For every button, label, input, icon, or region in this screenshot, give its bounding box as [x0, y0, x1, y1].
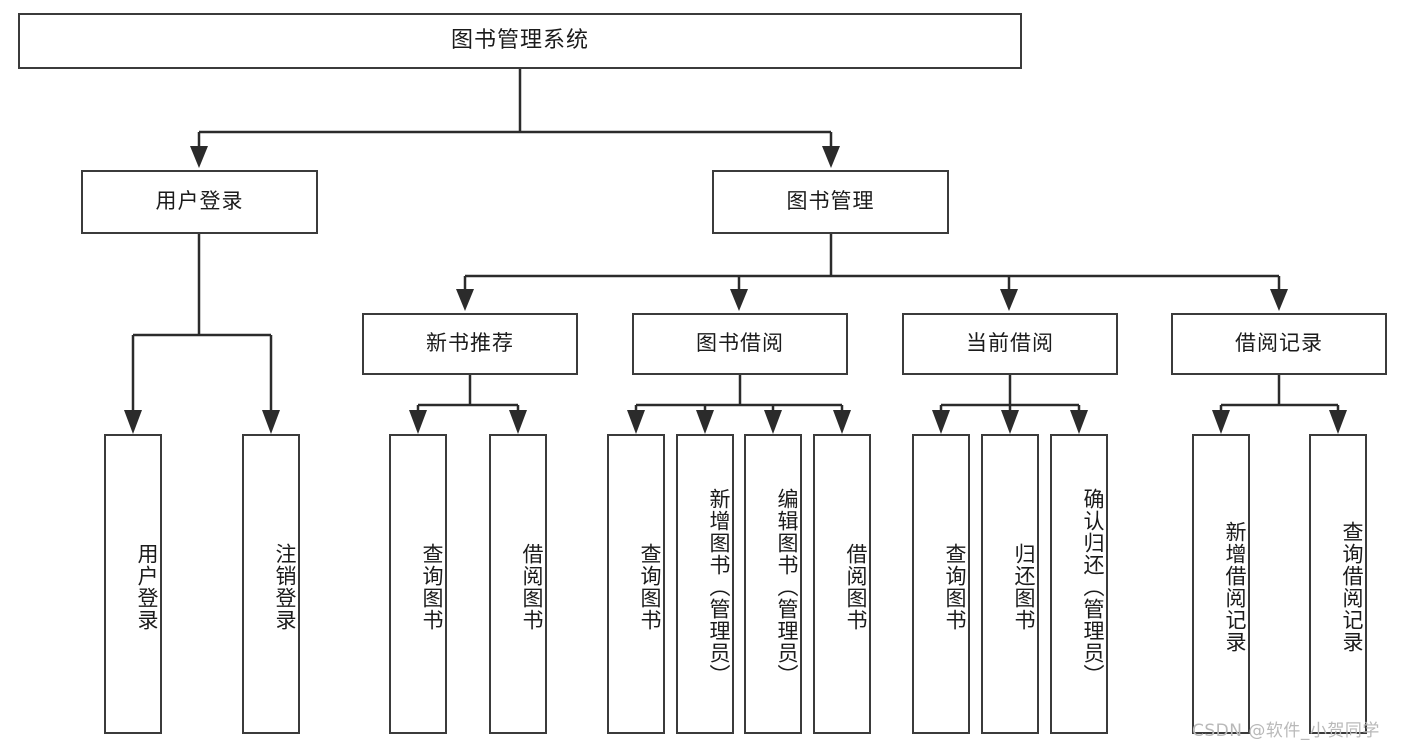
node-label: 编辑图书（管理员） — [775, 488, 799, 686]
node-book-borrowing[interactable]: 图书借阅 — [632, 313, 848, 375]
leaf-query-book-current[interactable]: 查询图书 — [912, 434, 970, 734]
leaf-user-login[interactable]: 用户登录 — [104, 434, 162, 734]
node-root-book-management-system[interactable]: 图书管理系统 — [18, 13, 1022, 69]
arrow-to-current — [1000, 289, 1018, 311]
arrow-leaf-c3 — [1070, 410, 1088, 434]
node-label: 用户登录 — [155, 189, 244, 214]
node-label: 新增图书（管理员） — [707, 488, 731, 686]
arrow-leaf-n1 — [409, 410, 427, 434]
arrow-leaf-b1 — [627, 410, 645, 434]
node-current-borrowing[interactable]: 当前借阅 — [902, 313, 1118, 375]
node-label: 借阅图书 — [520, 543, 544, 631]
node-label: 图书借阅 — [696, 331, 784, 356]
node-borrowing-records[interactable]: 借阅记录 — [1171, 313, 1387, 375]
leaf-borrow-book-recommend[interactable]: 借阅图书 — [489, 434, 547, 734]
node-label: 新书推荐 — [426, 331, 514, 356]
node-label: 查询图书 — [420, 543, 444, 631]
leaf-edit-book-admin[interactable]: 编辑图书（管理员） — [744, 434, 802, 734]
arrow-leaf-r1 — [1212, 410, 1230, 434]
leaf-borrow-book[interactable]: 借阅图书 — [813, 434, 871, 734]
node-label: 查询图书 — [638, 543, 662, 631]
node-label: 查询图书 — [943, 543, 967, 631]
arrow-leaf-u2 — [262, 410, 280, 434]
leaf-logout[interactable]: 注销登录 — [242, 434, 300, 734]
arrow-leaf-b2 — [696, 410, 714, 434]
node-label: 借阅记录 — [1235, 331, 1323, 356]
leaf-confirm-return-admin[interactable]: 确认归还（管理员） — [1050, 434, 1108, 734]
node-new-book-recommendation[interactable]: 新书推荐 — [362, 313, 578, 375]
arrow-leaf-b4 — [833, 410, 851, 434]
arrow-to-book-manage — [822, 146, 840, 168]
arrow-to-borrow — [730, 289, 748, 311]
arrow-leaf-c2 — [1001, 410, 1019, 434]
node-book-management[interactable]: 图书管理 — [712, 170, 949, 234]
leaf-query-borrow-record[interactable]: 查询借阅记录 — [1309, 434, 1367, 734]
node-user-login[interactable]: 用户登录 — [81, 170, 318, 234]
node-label: 确认归还（管理员） — [1081, 488, 1105, 686]
leaf-return-book[interactable]: 归还图书 — [981, 434, 1039, 734]
node-label: 注销登录 — [273, 543, 297, 631]
leaf-add-borrow-record[interactable]: 新增借阅记录 — [1192, 434, 1250, 734]
arrow-leaf-r2 — [1329, 410, 1347, 434]
arrow-to-record — [1270, 289, 1288, 311]
arrow-leaf-u1 — [124, 410, 142, 434]
arrow-to-user-login — [190, 146, 208, 168]
node-label: 当前借阅 — [966, 331, 1054, 356]
node-label: 借阅图书 — [844, 543, 868, 631]
leaf-query-book-recommend[interactable]: 查询图书 — [389, 434, 447, 734]
node-label: 归还图书 — [1012, 543, 1036, 631]
arrow-to-newbook — [456, 289, 474, 311]
leaf-query-book-borrow[interactable]: 查询图书 — [607, 434, 665, 734]
node-label: 用户登录 — [135, 543, 159, 631]
node-label: 图书管理 — [786, 189, 875, 214]
leaf-add-book-admin[interactable]: 新增图书（管理员） — [676, 434, 734, 734]
node-label: 图书管理系统 — [450, 27, 589, 53]
node-label: 查询借阅记录 — [1340, 521, 1364, 653]
arrow-leaf-c1 — [932, 410, 950, 434]
arrow-leaf-b3 — [764, 410, 782, 434]
csdn-watermark: CSDN @软件_小贺同学 — [1192, 721, 1380, 741]
arrow-leaf-n2 — [509, 410, 527, 434]
node-label: 新增借阅记录 — [1223, 521, 1247, 653]
